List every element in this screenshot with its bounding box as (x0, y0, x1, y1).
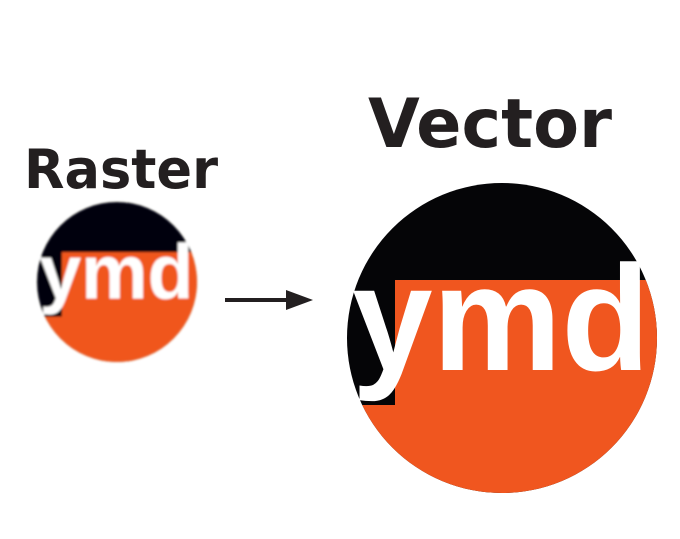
raster-label: Raster (24, 138, 218, 201)
arrow-icon (225, 290, 313, 310)
vector-label: Vector (368, 85, 612, 164)
vector-logo (340, 180, 670, 500)
raster-logo (33, 200, 203, 365)
